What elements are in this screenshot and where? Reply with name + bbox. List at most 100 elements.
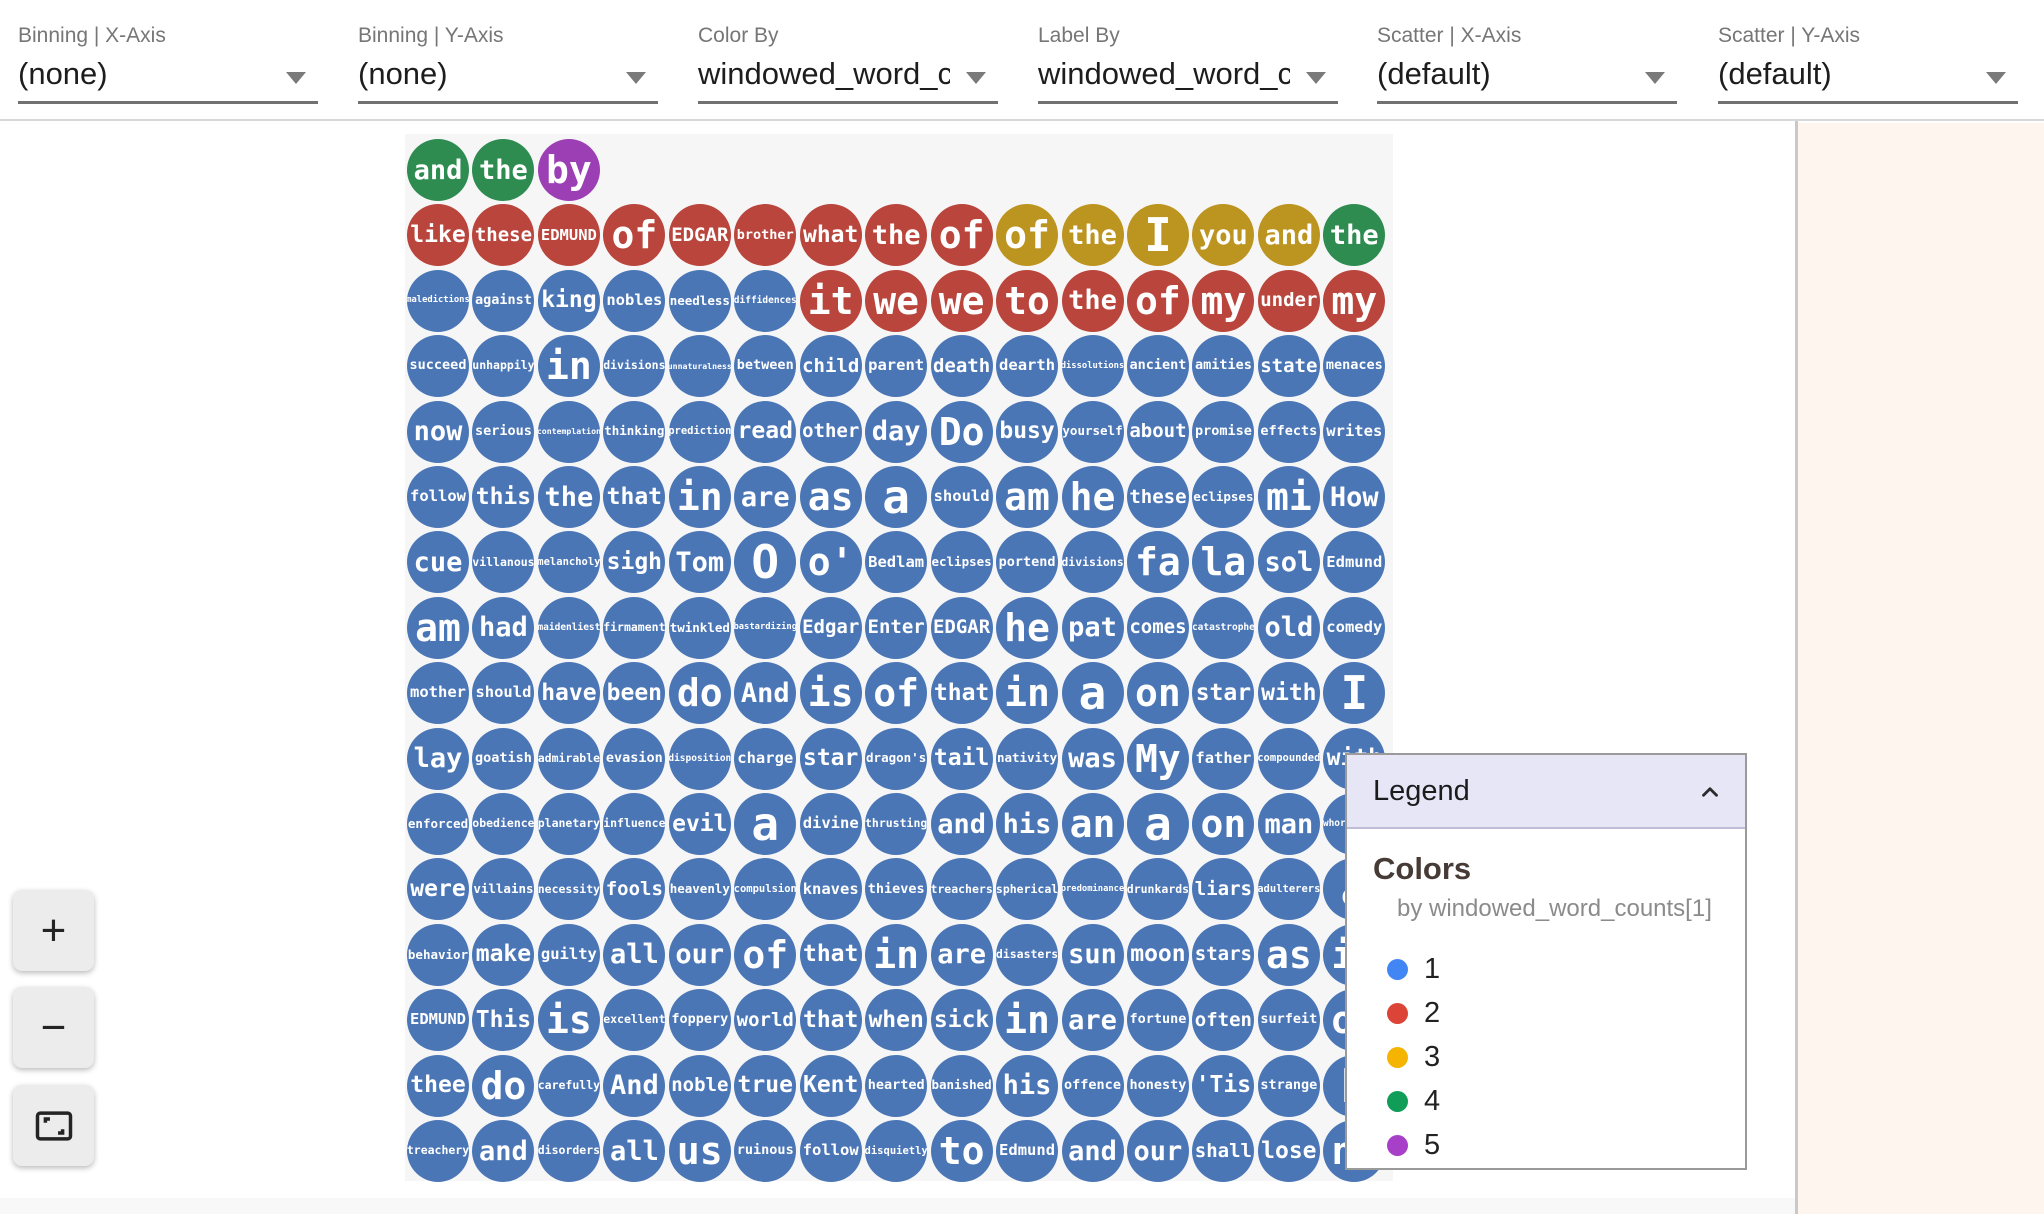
word-circle[interactable]: busy <box>996 400 1059 463</box>
word-circle[interactable]: our <box>668 923 731 986</box>
word-circle[interactable]: unnaturalness <box>668 335 731 398</box>
word-circle[interactable]: diffidences <box>734 269 797 332</box>
word-circle[interactable]: and <box>472 1120 535 1182</box>
word-circle[interactable]: sigh <box>603 531 666 594</box>
word-circle[interactable]: the <box>1061 269 1124 332</box>
word-circle[interactable]: Enter <box>865 596 928 659</box>
word-circle[interactable]: state <box>1257 335 1320 398</box>
word-circle[interactable]: tail <box>930 727 993 790</box>
word-circle[interactable]: true <box>734 1054 797 1117</box>
word-circle[interactable]: read <box>734 400 797 463</box>
word-circle[interactable]: evasion <box>603 727 666 790</box>
word-circle[interactable]: his <box>996 793 1059 855</box>
word-circle[interactable]: I <box>1126 204 1189 267</box>
word-circle[interactable]: am <box>407 596 469 659</box>
word-circle[interactable]: to <box>996 269 1059 332</box>
word-circle[interactable]: had <box>472 596 535 659</box>
word-circle[interactable]: Bedlam <box>865 531 928 594</box>
word-circle[interactable]: under <box>1257 269 1320 332</box>
word-circle[interactable]: follow <box>799 1120 862 1182</box>
word-circle[interactable]: treachers <box>930 858 993 921</box>
word-circle[interactable]: of <box>865 662 928 725</box>
word-circle[interactable]: you <box>1192 204 1255 267</box>
word-circle[interactable]: liars <box>1192 858 1255 921</box>
word-circle[interactable]: that <box>603 466 666 528</box>
word-circle[interactable]: bastardizing <box>734 596 797 659</box>
word-circle[interactable]: This <box>472 989 535 1052</box>
word-circle[interactable]: are <box>734 466 797 528</box>
word-circle[interactable]: a <box>865 466 928 528</box>
word-circle[interactable]: death <box>930 335 993 398</box>
word-circle[interactable]: Tom <box>668 531 731 594</box>
word-circle[interactable]: noble <box>668 1054 731 1117</box>
word-circle[interactable]: of <box>734 923 797 986</box>
word-circle[interactable]: dragon's <box>865 727 928 790</box>
word-circle[interactable]: moon <box>1126 923 1189 986</box>
word-circle[interactable]: that <box>799 923 862 986</box>
word-circle[interactable]: like <box>407 204 469 267</box>
word-circle[interactable]: obedience <box>472 793 535 855</box>
word-circle[interactable]: of <box>603 204 666 267</box>
dropdown-caret-icon[interactable] <box>626 72 646 84</box>
word-circle[interactable]: influence <box>603 793 666 855</box>
word-circle[interactable]: la <box>1192 531 1255 594</box>
word-circle[interactable]: goatish <box>472 727 535 790</box>
word-circle[interactable]: Do <box>930 400 993 463</box>
word-circle[interactable]: child <box>799 335 862 398</box>
word-circle[interactable]: cue <box>407 531 469 594</box>
word-circle[interactable]: planetary <box>537 793 600 855</box>
word-circle[interactable]: day <box>865 400 928 463</box>
word-circle[interactable]: do <box>472 1054 535 1117</box>
word-circle[interactable]: EDMUND <box>537 204 600 267</box>
word-circle[interactable]: disasters <box>996 923 1059 986</box>
word-circle[interactable]: we <box>930 269 993 332</box>
fit-to-screen-button[interactable] <box>13 1085 94 1166</box>
word-circle[interactable]: is <box>537 989 600 1052</box>
word-circle[interactable]: ruinous <box>734 1120 797 1182</box>
word-circle[interactable]: are <box>930 923 993 986</box>
word-circle[interactable]: necessity <box>537 858 600 921</box>
chevron-up-icon[interactable] <box>1697 779 1723 810</box>
word-circle[interactable]: drunkards <box>1126 858 1189 921</box>
word-circle[interactable]: on <box>1192 793 1255 855</box>
word-circle[interactable]: that <box>799 989 862 1052</box>
zoom-out-button[interactable]: − <box>13 987 94 1068</box>
word-circle[interactable]: sol <box>1257 531 1320 594</box>
word-circle[interactable]: O <box>734 531 797 594</box>
word-circle[interactable]: excellent <box>603 989 666 1052</box>
word-circle[interactable]: contemplation <box>537 400 600 463</box>
word-circle[interactable]: king <box>537 269 600 332</box>
word-circle[interactable]: guilty <box>537 923 600 986</box>
word-circle[interactable]: pat <box>1061 596 1124 659</box>
word-circle[interactable]: And <box>603 1054 666 1117</box>
word-circle[interactable]: evil <box>668 793 731 855</box>
word-circle[interactable]: comes <box>1126 596 1189 659</box>
dropdown-value[interactable]: (none) <box>358 56 448 91</box>
word-circle[interactable]: and <box>407 139 469 201</box>
word-circle[interactable]: about <box>1126 400 1189 463</box>
word-circle[interactable]: surfeit <box>1257 989 1320 1052</box>
word-circle[interactable]: nobles <box>603 269 666 332</box>
dropdown-caret-icon[interactable] <box>1306 72 1326 84</box>
word-circle[interactable]: he <box>1061 466 1124 528</box>
word-circle[interactable]: sun <box>1061 923 1124 986</box>
word-circle[interactable]: strange <box>1257 1054 1320 1117</box>
word-circle[interactable]: all <box>603 1120 666 1182</box>
word-circle[interactable]: in <box>996 662 1059 725</box>
word-circle[interactable]: make <box>472 923 535 986</box>
word-circle[interactable]: catastrophe <box>1192 596 1255 659</box>
word-circle[interactable]: behavior <box>407 923 469 986</box>
word-circle[interactable]: maidenliest <box>537 596 600 659</box>
word-circle[interactable]: it <box>799 269 862 332</box>
word-circle[interactable]: do <box>668 662 731 725</box>
word-circle[interactable]: and <box>1257 204 1320 267</box>
word-circle[interactable]: effects <box>1257 400 1320 463</box>
word-circle[interactable]: his <box>996 1054 1059 1117</box>
word-circle[interactable]: we <box>865 269 928 332</box>
dropdown-value[interactable]: (none) <box>18 56 108 91</box>
word-circle[interactable]: the <box>537 466 600 528</box>
word-circle[interactable]: a <box>734 793 797 855</box>
word-circle[interactable]: us <box>668 1120 731 1182</box>
word-circle[interactable]: is <box>799 662 862 725</box>
word-circle[interactable]: serious <box>472 400 535 463</box>
